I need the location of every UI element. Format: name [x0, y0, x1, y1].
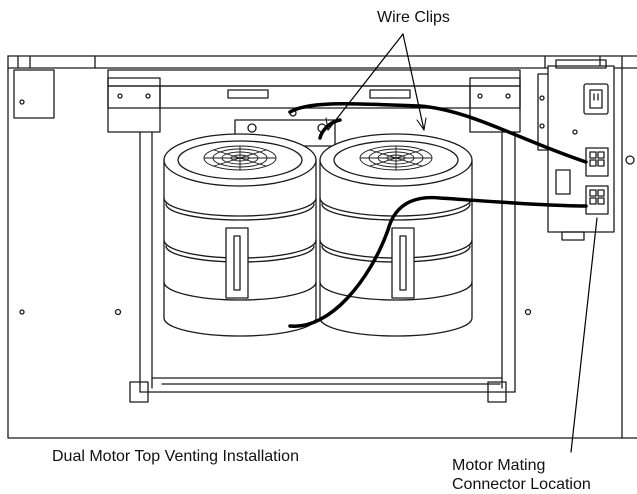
power-inlet-icon [583, 83, 609, 115]
right-motor [319, 133, 473, 337]
figure-caption: Dual Motor Top Venting Installation [52, 448, 299, 465]
connector-label-line1: Motor Mating [452, 457, 546, 474]
wire-clips-label: Wire Clips [377, 9, 450, 26]
left-motor [163, 133, 317, 337]
leader-lines [325, 33, 598, 453]
top-bracket [107, 69, 521, 133]
connector-location-label: Motor Mating Connector Location [452, 456, 591, 494]
fan-grille-icon [359, 145, 433, 171]
fan-grille-icon [203, 145, 277, 171]
inner-frame [19, 99, 532, 403]
connector-label-line2: Connector Location [452, 476, 591, 493]
cabinet-outline [7, 55, 637, 439]
connector-icon [585, 147, 609, 177]
connector-icon [585, 185, 609, 215]
